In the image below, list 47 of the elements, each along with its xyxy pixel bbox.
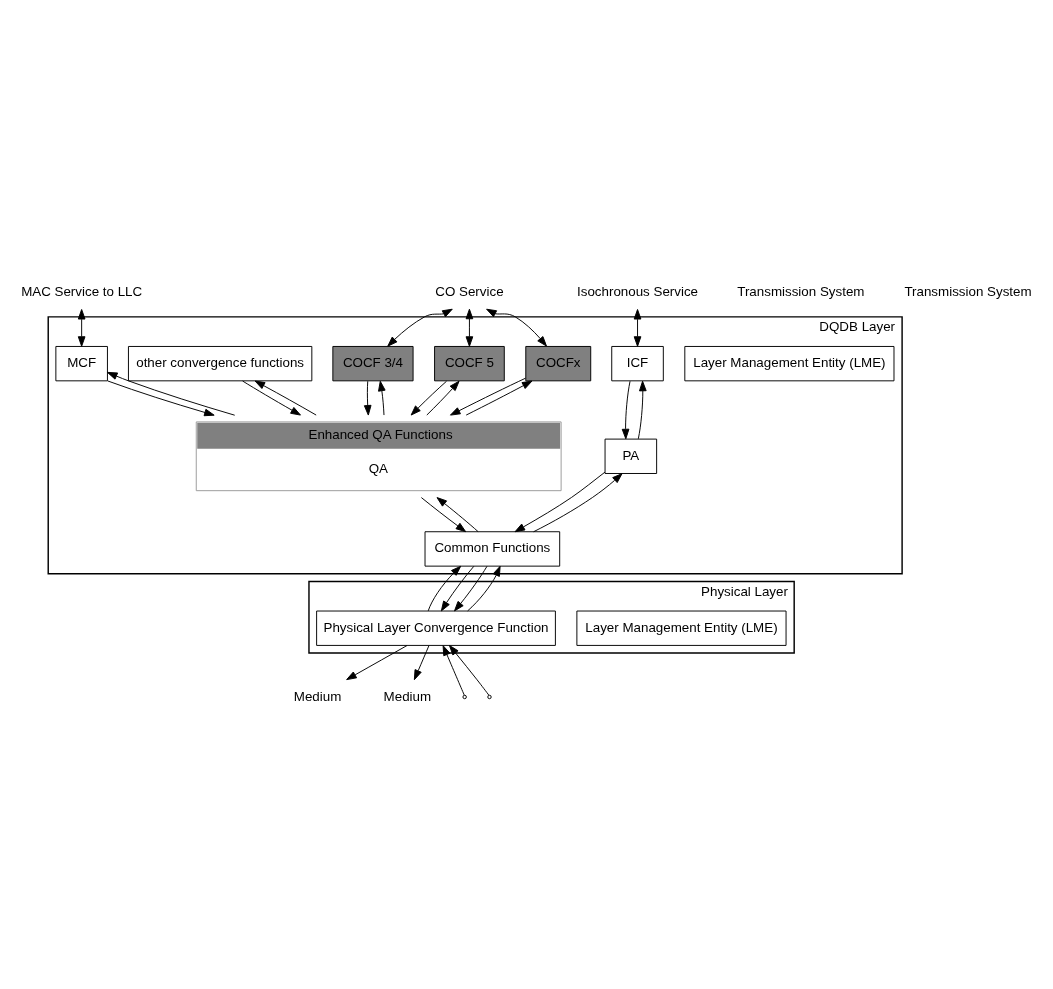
node-box: PA: [604, 438, 658, 474]
arrow: [420, 497, 467, 533]
node-text: Medium: [383, 688, 432, 704]
arrow: [413, 645, 430, 681]
node-text: Isochronous Service: [577, 283, 699, 299]
arrow: [465, 380, 533, 416]
arrow: [107, 380, 215, 417]
arrow: [486, 308, 547, 347]
arrow: [107, 371, 236, 416]
node-box: Layer Management Entity (LME): [684, 345, 895, 382]
node-box: COCFx: [525, 345, 592, 382]
node-box: MCF: [55, 345, 108, 382]
arrow: [637, 380, 647, 440]
arrow: [346, 645, 408, 681]
arrow: [242, 380, 301, 416]
arrow: [465, 308, 474, 347]
arrow: [448, 645, 490, 696]
node-text: Medium: [293, 688, 342, 704]
arrow: [449, 377, 527, 416]
node-text: MAC Service to LLC: [21, 283, 143, 299]
node-box: Physical Layer Convergence Function: [316, 610, 556, 646]
label: Transmission System: [904, 283, 1032, 299]
arrow: [426, 380, 460, 416]
arrow: [387, 308, 453, 347]
node-box: ICF: [611, 345, 664, 382]
arrow: [254, 380, 317, 416]
arrow: [440, 565, 475, 612]
node-box: other convergence functions: [127, 345, 313, 382]
arrow: [77, 309, 86, 347]
node-text: CO Service: [435, 283, 504, 299]
node-box: COCF 5: [434, 345, 505, 382]
label: Transmission System: [737, 283, 865, 299]
arrow: [410, 380, 447, 416]
arrow: [514, 471, 606, 533]
arrow: [533, 473, 623, 533]
node-box: Layer Management Entity (LME): [576, 610, 787, 646]
node-box: Common Functions: [424, 531, 561, 567]
arrow: [454, 565, 488, 612]
node-box: COCF 3/4: [332, 345, 414, 382]
arrow: [427, 565, 462, 612]
arrow: [442, 645, 465, 696]
arrow: [436, 497, 479, 533]
arrow: [363, 380, 372, 416]
arrow: [467, 565, 501, 612]
arrow: [633, 309, 642, 347]
arrow: [621, 380, 631, 440]
arrow: [378, 380, 386, 416]
